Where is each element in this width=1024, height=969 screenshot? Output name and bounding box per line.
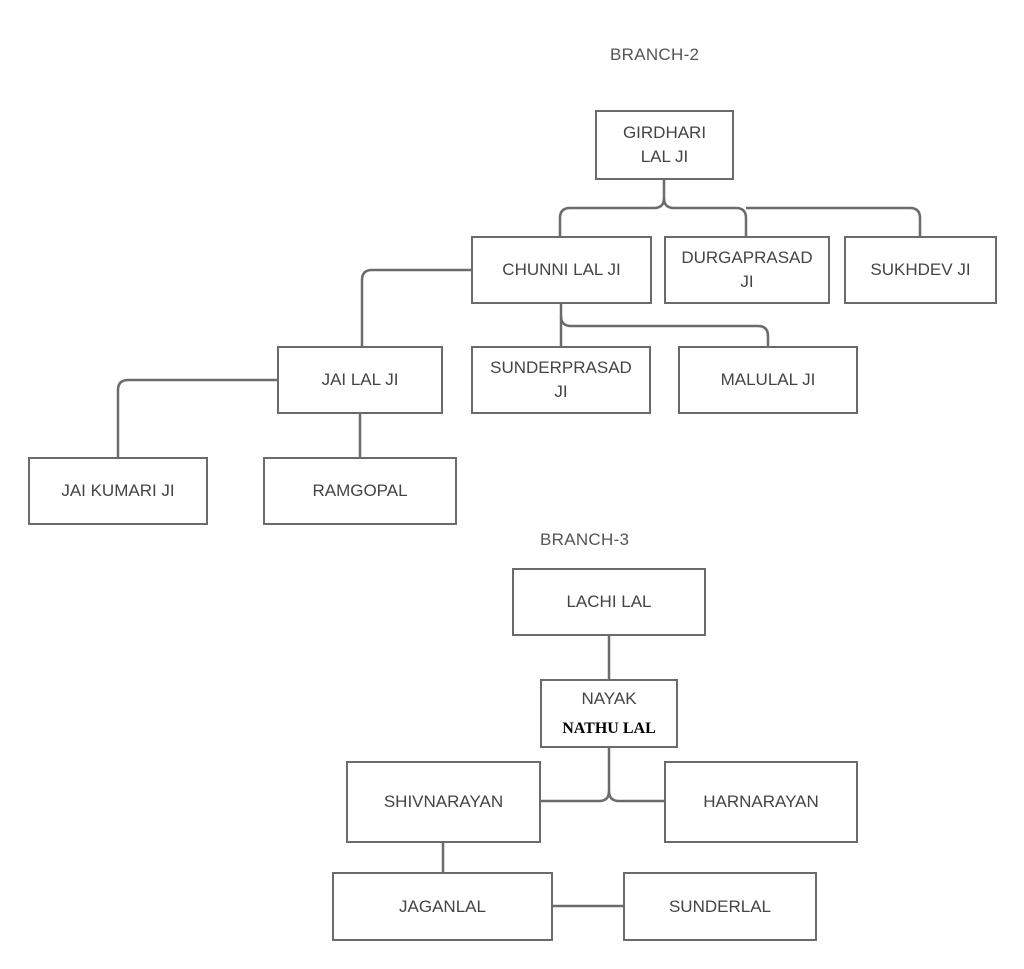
connector-chunni-malulal <box>559 315 770 346</box>
node-label-line2: JI <box>554 382 568 401</box>
node-lachi-lal: LACHI LAL <box>512 568 706 636</box>
branch-3-title: BRANCH-3 <box>540 530 630 549</box>
node-label: CHUNNI LAL JI <box>502 260 621 279</box>
node-nayak-nathu-lal: NAYAK NATHU LAL <box>540 679 678 748</box>
node-label: LACHI LAL <box>566 592 652 611</box>
node-label-line2: NATHU LAL <box>562 719 656 737</box>
node-label: SHIVNARAYAN <box>383 792 504 811</box>
connector-nayak-harnarayan <box>607 790 664 803</box>
node-jai-lal-ji: JAI LAL JI <box>277 346 443 414</box>
node-sunderprasad-ji: SUNDERPRASAD JI <box>471 346 651 414</box>
node-label-line1: SUNDERPRASAD <box>490 358 632 377</box>
node-shivnarayan: SHIVNARAYAN <box>346 761 541 843</box>
node-label: JAI LAL JI <box>321 370 399 389</box>
node-label-line2: LAL JI <box>640 147 689 166</box>
node-chunni-lal-ji: CHUNNI LAL JI <box>471 236 652 304</box>
branch-2-title: BRANCH-2 <box>610 45 700 64</box>
connector-girdhari-children <box>558 180 666 236</box>
node-label: JAGANLAL <box>399 896 486 916</box>
connector-nayak-shivnarayan <box>541 748 611 803</box>
node-label: SUKHDEV JI <box>870 260 971 279</box>
node-jai-kumari-ji: JAI KUMARI JI <box>28 457 208 525</box>
node-sunderlal: SUNDERLAL <box>623 872 817 941</box>
node-sukhdev-ji: SUKHDEV JI <box>844 236 997 304</box>
connector-girdhari-sukhdev <box>746 206 922 236</box>
node-label-line2: JI <box>740 272 754 291</box>
node-label: MALULAL JI <box>720 370 816 389</box>
node-malulal-ji: MALULAL JI <box>678 346 858 414</box>
node-ramgopal: RAMGOPAL <box>263 457 457 525</box>
node-label: RAMGOPAL <box>312 481 408 500</box>
node-label-line1: NAYAK <box>581 688 637 708</box>
node-girdhari-lal-ji: GIRDHARI LAL JI <box>595 110 734 180</box>
connector-girdhari-durgaprasad <box>662 197 748 236</box>
connector-jailal-jaikumari <box>116 378 277 457</box>
node-harnarayan: HARNARAYAN <box>664 761 858 843</box>
node-label-line1: DURGAPRASAD <box>681 248 813 267</box>
connector-chunni-jailal <box>360 268 471 346</box>
node-label-line1: GIRDHARI <box>622 123 707 142</box>
node-label: JAI KUMARI JI <box>61 481 175 500</box>
node-label: HARNARAYAN <box>703 792 819 811</box>
node-durgaprasad-ji: DURGAPRASAD JI <box>664 236 830 304</box>
node-label: SUNDERLAL <box>668 896 772 916</box>
node-jaganlal: JAGANLAL <box>332 872 553 941</box>
